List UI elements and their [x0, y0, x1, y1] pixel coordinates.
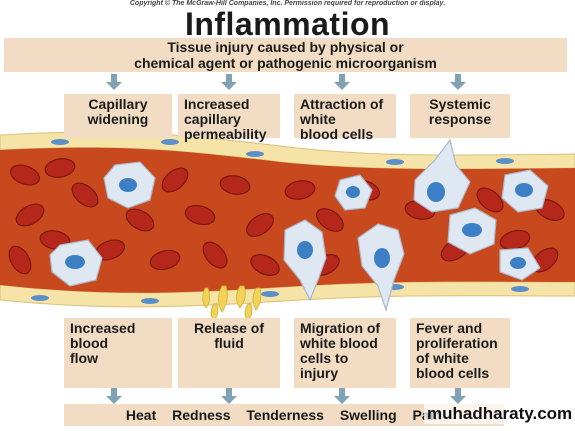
watermark: muhadharaty.com	[424, 404, 575, 424]
sign-heat: Heat	[125, 407, 157, 423]
arrow-down-icon	[450, 74, 466, 90]
cardinal-signs-bar: Heat Redness Tenderness Swelling Pain	[64, 404, 504, 426]
label-increased-blood-flow: Increased blood flow	[64, 318, 172, 388]
label-fever-proliferation: Fever and proliferation of white blood c…	[410, 318, 510, 388]
arrow-down-icon	[221, 388, 237, 404]
cause-line-1: Tissue injury caused by physical or	[167, 39, 404, 55]
arrow-down-icon	[106, 74, 122, 90]
cause-box: Tissue injury caused by physical or chem…	[4, 38, 567, 72]
cause-line-2: chemical agent or pathogenic microorgani…	[134, 55, 437, 71]
sign-swelling: Swelling	[339, 407, 397, 423]
arrow-down-icon	[334, 74, 350, 90]
label-release-of-fluid: Release of fluid	[178, 318, 280, 388]
label-migration-wbc: Migration of white blood cells to injury	[294, 318, 396, 388]
arrow-down-icon	[450, 388, 466, 404]
blood-vessel-illustration	[0, 131, 575, 320]
diagram-title: Inflammation	[184, 6, 391, 42]
sign-redness: Redness	[172, 407, 231, 423]
arrow-down-icon	[221, 74, 237, 90]
label-capillary-widening: Capillary widening	[64, 94, 172, 138]
label-systemic-response: Systemic response	[410, 94, 510, 138]
arrow-down-icon	[106, 388, 122, 404]
arrow-down-icon	[334, 388, 350, 404]
label-increased-permeability: Increased capillary permeability	[178, 94, 280, 142]
sign-tenderness: Tenderness	[246, 407, 324, 423]
copyright-notice: Copyright © The McGraw-Hill Companies, I…	[129, 0, 446, 7]
label-attraction-wbc: Attraction of white blood cells	[294, 94, 396, 142]
